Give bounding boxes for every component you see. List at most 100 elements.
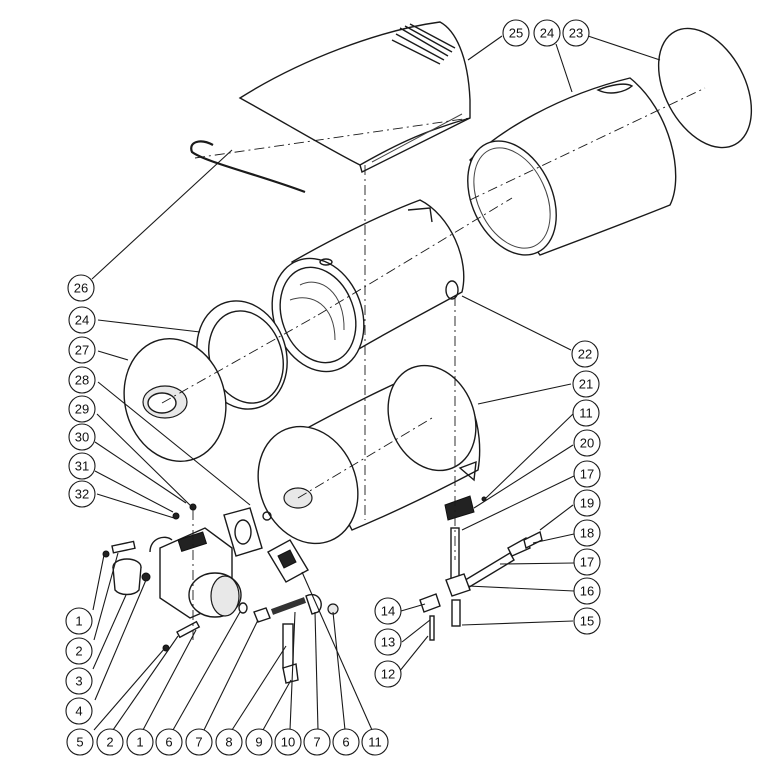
- balloon: 27: [68, 336, 96, 364]
- balloon-label: 24: [540, 26, 554, 41]
- balloon: 5: [66, 728, 94, 756]
- balloon: 24: [533, 19, 561, 47]
- main-cylinder-part: [271, 199, 465, 373]
- center-lines: [161, 87, 706, 640]
- balloon-label: 28: [75, 373, 89, 388]
- balloon-label: 24: [75, 313, 89, 328]
- balloon: 32: [68, 480, 96, 508]
- balloon: 2: [96, 728, 124, 756]
- balloon: 25: [502, 19, 530, 47]
- balloon: 21: [572, 370, 600, 398]
- balloon-label: 18: [580, 526, 594, 541]
- balloon: 17: [573, 548, 601, 576]
- balloon: 3: [65, 667, 93, 695]
- balloon: 1: [126, 728, 154, 756]
- outer-cylinder-part: [467, 77, 677, 256]
- balloons: 25 24 23 26 24 27 28 29 30 31 32 22 21 1…: [65, 19, 601, 756]
- balloon: 26: [67, 274, 95, 302]
- balloon: 31: [68, 452, 96, 480]
- screw-part: [172, 512, 180, 520]
- balloon-label: 27: [75, 343, 89, 358]
- balloon-label: 8: [225, 735, 232, 750]
- balloon: 11: [361, 728, 389, 756]
- balloon-label: 11: [579, 406, 593, 421]
- pump-motor-part: [149, 527, 248, 619]
- fitting-part: [111, 540, 136, 554]
- front-cover-part: [123, 338, 227, 462]
- balloon-label: 29: [75, 402, 89, 417]
- balloon: 4: [65, 697, 93, 725]
- balloon-label: 6: [165, 735, 172, 750]
- balloon-label: 12: [381, 667, 395, 682]
- fitting-part: [102, 550, 110, 558]
- screw-part: [189, 503, 197, 511]
- balloon-label: 9: [255, 735, 262, 750]
- vent-slots: [391, 23, 456, 65]
- lower-shell-part: [257, 364, 481, 545]
- wire-part: [190, 140, 306, 194]
- balloon-label: 22: [578, 347, 592, 362]
- balloon: 29: [68, 395, 96, 423]
- filter-bowl-part: [112, 558, 142, 596]
- balloon: 9: [245, 728, 273, 756]
- balloon-label: 6: [342, 735, 349, 750]
- balloon-label: 21: [579, 377, 593, 392]
- balloon-label: 15: [580, 614, 594, 629]
- balloon: 30: [68, 423, 96, 451]
- balloon: 13: [374, 628, 402, 656]
- balloon: 19: [573, 489, 601, 517]
- balloon: 17: [573, 460, 601, 488]
- balloon-label: 26: [74, 281, 88, 296]
- balloon: 6: [332, 728, 360, 756]
- top-shield-part: [238, 21, 471, 174]
- balloon-label: 20: [580, 436, 594, 451]
- balloon: 2: [65, 637, 93, 665]
- balloon-label: 31: [75, 459, 89, 474]
- balloon-label: 7: [195, 735, 202, 750]
- balloon-label: 3: [75, 674, 82, 689]
- balloon-label: 30: [75, 430, 89, 445]
- balloon-label: 2: [75, 644, 82, 659]
- balloon-label: 10: [281, 735, 295, 750]
- balloon-label: 1: [75, 614, 82, 629]
- balloon: 15: [573, 607, 601, 635]
- balloon: 11: [572, 399, 600, 427]
- balloon: 7: [303, 728, 331, 756]
- balloon: 24: [68, 306, 96, 334]
- balloon-label: 32: [75, 487, 89, 502]
- balloon-label: 11: [368, 735, 382, 750]
- balloon: 7: [185, 728, 213, 756]
- fitting-part: [176, 620, 201, 639]
- balloon: 10: [274, 728, 302, 756]
- fitting-part: [141, 572, 151, 582]
- bracket-part: [444, 495, 475, 521]
- balloon-label: 7: [313, 735, 320, 750]
- balloon: 12: [374, 660, 402, 688]
- balloon: 16: [573, 577, 601, 605]
- balloon: 23: [562, 19, 590, 47]
- balloon-label: 1: [136, 735, 143, 750]
- balloon: 6: [155, 728, 183, 756]
- balloon-label: 17: [580, 467, 594, 482]
- gasket-part: [267, 539, 309, 583]
- balloon: 18: [573, 519, 601, 547]
- balloon: 28: [68, 366, 96, 394]
- balloon-label: 25: [509, 26, 523, 41]
- balloon-label: 2: [106, 735, 113, 750]
- balloon: 1: [65, 607, 93, 635]
- balloon-label: 23: [569, 26, 583, 41]
- balloon: 22: [571, 340, 599, 368]
- balloon: 20: [573, 429, 601, 457]
- right-fittings-part: [419, 496, 543, 641]
- balloon-label: 19: [580, 496, 594, 511]
- flange-plate-part: [223, 507, 272, 557]
- balloon-label: 4: [75, 704, 82, 719]
- balloon: 14: [374, 597, 402, 625]
- balloon-label: 16: [580, 584, 594, 599]
- balloon-label: 5: [76, 735, 83, 750]
- fitting-part: [162, 644, 170, 652]
- hose-assembly-part: [253, 593, 339, 684]
- balloon-label: 14: [381, 604, 395, 619]
- balloon-label: 17: [580, 555, 594, 570]
